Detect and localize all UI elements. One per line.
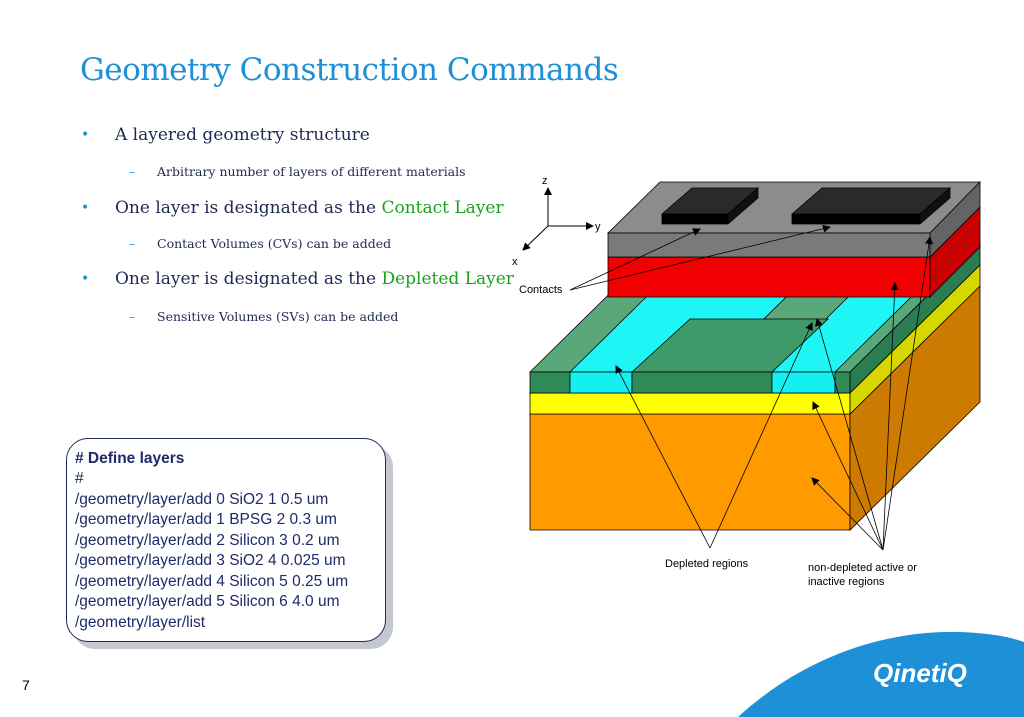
sub-bullet-2: – Contact Volumes (CVs) can be added xyxy=(129,236,392,251)
bulk-silicon-layer xyxy=(529,285,981,531)
depleted-regions-label: Depleted regions xyxy=(665,558,749,570)
code-line: /geometry/layer/add 1 BPSG 2 0.3 um xyxy=(75,511,337,528)
bullet-dot-icon: • xyxy=(81,127,90,143)
sub-bullet-1-text: Arbitrary number of layers of different … xyxy=(157,164,466,179)
brand-swoosh: QinetiQ xyxy=(738,631,1024,717)
contact-pads xyxy=(660,187,952,225)
bullet-3: • One layer is designated as the Deplete… xyxy=(81,269,514,289)
sub-bullet-2-text: Contact Volumes (CVs) can be added xyxy=(157,236,392,251)
bullet-1-text: A layered geometry structure xyxy=(115,125,370,145)
code-line: # xyxy=(75,470,84,487)
slide-title: Geometry Construction Commands xyxy=(80,52,619,88)
bullet-dot-icon: • xyxy=(81,200,90,216)
code-line: /geometry/layer/add 3 SiO2 4 0.025 um xyxy=(75,552,346,569)
contacts-label: Contacts xyxy=(519,284,563,296)
bullet-2-text: One layer is designated as the xyxy=(115,198,382,218)
non-depleted-label-line1: non-depleted active or xyxy=(808,562,917,574)
sub-bullet-3-text: Sensitive Volumes (SVs) can be added xyxy=(157,309,399,324)
sub-bullet-3: – Sensitive Volumes (SVs) can be added xyxy=(129,309,399,324)
depleted-layer-highlight: Depleted Layer xyxy=(381,269,514,289)
sub-bullet-1: – Arbitrary number of layers of differen… xyxy=(129,164,466,179)
page-number: 7 xyxy=(22,677,30,693)
axis-y-label: y xyxy=(595,221,601,233)
code-line: /geometry/layer/add 0 SiO2 1 0.5 um xyxy=(75,491,329,508)
axis-z-label: z xyxy=(542,175,548,187)
axis-x-label: x xyxy=(512,256,518,268)
bullet-1: • A layered geometry structure xyxy=(81,125,370,145)
bullet-dot-icon: • xyxy=(81,271,90,287)
qinetiq-logo: QinetiQ xyxy=(873,658,967,688)
dash-icon: – xyxy=(129,309,136,324)
code-line: /geometry/layer/add 4 Silicon 5 0.25 um xyxy=(75,573,349,590)
bullet-3-text: One layer is designated as the xyxy=(115,269,382,289)
code-line: /geometry/layer/add 2 Silicon 3 0.2 um xyxy=(75,532,340,549)
bullet-2: • One layer is designated as the Contact… xyxy=(81,198,504,218)
code-line: /geometry/layer/add 5 Silicon 6 4.0 um xyxy=(75,593,340,610)
non-depleted-label-line2: inactive regions xyxy=(808,576,885,588)
code-line: # Define layers xyxy=(75,450,185,467)
callout-arrows xyxy=(569,224,933,551)
contact-layer-highlight: Contact Layer xyxy=(381,198,504,218)
bpsg-layer xyxy=(607,206,981,298)
code-line: /geometry/layer/list xyxy=(75,614,206,631)
axis-triad xyxy=(522,187,594,251)
dash-icon: – xyxy=(129,164,136,179)
code-box: # Define layers # /geometry/layer/add 0 … xyxy=(66,438,386,642)
dash-icon: – xyxy=(129,236,136,251)
